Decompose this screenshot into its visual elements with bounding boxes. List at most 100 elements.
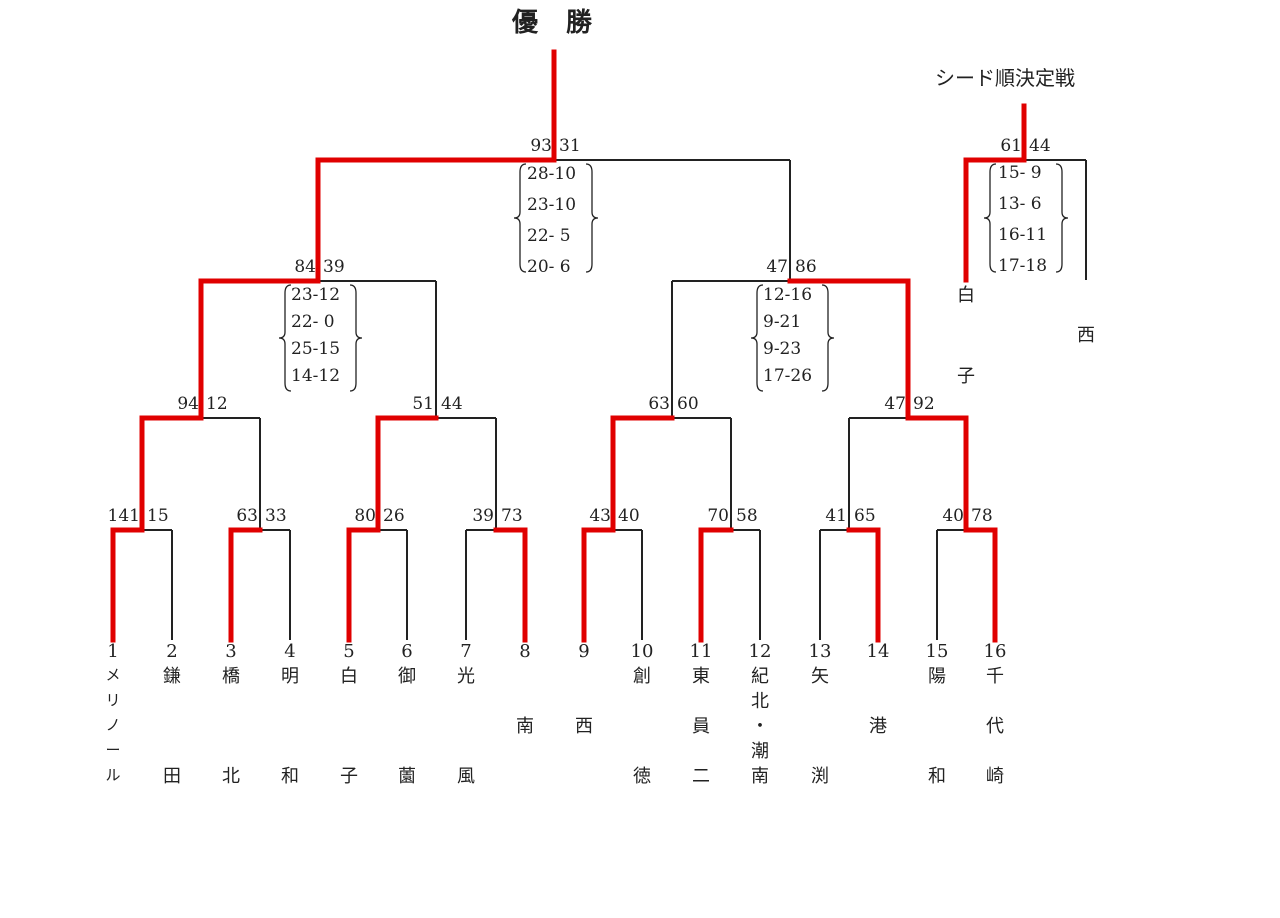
set-score: 23-10 [527,195,577,215]
sf-score-left: 84 [294,257,316,277]
set-score: 12-16 [763,285,813,305]
team-name-char: ノ [105,716,121,734]
r1-score-left: 43 [589,506,611,526]
set-score: 25-15 [291,339,341,359]
r1-score-right: 26 [383,506,405,526]
team-name-char: 南 [516,716,534,737]
r1-score-left: 41 [825,506,847,526]
team-number: 5 [343,641,355,662]
team-name-char: 潮 [751,741,769,762]
team-name-char: 風 [457,766,475,787]
team-number: 3 [225,641,237,662]
seed-team-left-char: 白 [957,285,975,306]
team-name-char: 二 [692,766,710,787]
team-name-char: 鎌 [163,666,181,687]
seed-match-title: シード順決定戦 [935,66,1075,90]
set-score: 9-21 [763,312,802,332]
final-set-braces-left [513,163,527,273]
team-name-char: 和 [281,766,299,787]
team-name-char: 光 [457,666,475,687]
set-score: 16-11 [998,225,1048,245]
team-name-char: 員 [692,716,710,737]
sf-set-braces-right [821,284,835,392]
team-number: 8 [519,641,531,662]
team-number: 12 [748,641,772,662]
sf-score-right: 39 [323,257,345,277]
team-name-char: 北 [222,766,240,787]
team-number: 11 [689,641,713,662]
sf-score-right: 86 [795,257,817,277]
sf-set-braces-left [750,284,764,392]
set-score: 28-10 [527,164,577,184]
sf-set-braces-right [349,284,363,392]
set-score: 22- 0 [291,312,335,332]
team-number: 1 [107,641,119,662]
team-name-char: ル [105,766,121,784]
r1-score-right: 65 [854,506,876,526]
team-name-char: 創 [633,666,651,687]
r1-score-right: 73 [501,506,523,526]
r1-score-right: 33 [265,506,287,526]
team-name-char: メ [105,666,121,684]
r2-score-right: 92 [913,394,935,414]
r1-score-left: 70 [707,506,729,526]
final-score-left: 93 [530,136,552,156]
team-number: 10 [630,641,654,662]
champion-title: 優勝 [512,8,621,38]
team-number: 13 [808,641,832,662]
r1-score-right: 78 [971,506,993,526]
team-name-char: 紀 [751,666,769,687]
r1-score-left: 80 [354,506,376,526]
r2-score-right: 60 [677,394,699,414]
seed-score-right: 44 [1029,136,1051,156]
set-score: 17-26 [763,366,813,386]
sf-set-braces-left [278,284,292,392]
team-number: 7 [460,641,472,662]
r1-score-right: 40 [618,506,640,526]
set-score: 17-18 [998,256,1048,276]
set-score: 14-12 [291,366,341,386]
team-name-char: 橋 [222,666,240,687]
seed-team-right-char: 西 [1077,325,1095,346]
r1-score-left: 39 [472,506,494,526]
set-score: 15- 9 [998,163,1042,183]
team-name-char: 代 [986,716,1004,737]
team-name-char: ・ [751,716,769,737]
team-name-char: 薗 [398,766,416,787]
team-name-char: 白 [340,666,358,687]
team-name-char: 千 [986,666,1004,687]
team-number: 9 [578,641,590,662]
set-score: 9-23 [763,339,802,359]
team-name-char: 南 [751,766,769,787]
team-number: 4 [284,641,296,662]
team-name-char: 徳 [633,766,651,787]
r1-score-right: 15 [147,506,169,526]
team-name-char: 子 [340,766,358,787]
team-name-char: ー [105,741,121,759]
r1-score-right: 58 [736,506,758,526]
team-name-char: 明 [281,666,299,687]
team-name-char: 港 [869,716,887,737]
r1-score-left: 40 [942,506,964,526]
team-number: 6 [401,641,413,662]
r1-score-left: 141 [107,506,140,526]
r2-score-left: 47 [884,394,906,414]
set-score: 22- 5 [527,226,571,246]
team-name-char: 陽 [928,666,946,687]
team-name-char: 和 [928,766,946,787]
final-set-braces-right [585,163,599,273]
team-number: 14 [866,641,890,662]
team-name-char: 御 [398,666,416,687]
seed-score-left: 61 [1000,136,1022,156]
r2-score-left: 63 [648,394,670,414]
team-name-char: 矢 [811,666,829,687]
r1-score-left: 63 [236,506,258,526]
seed-set-braces-left [983,163,997,273]
seed-set-braces-right [1055,163,1069,273]
team-number: 16 [983,641,1007,662]
team-name-char: 西 [575,716,593,737]
team-name-char: 渕 [811,766,829,787]
final-score-right: 31 [559,136,581,156]
team-number: 2 [166,641,178,662]
